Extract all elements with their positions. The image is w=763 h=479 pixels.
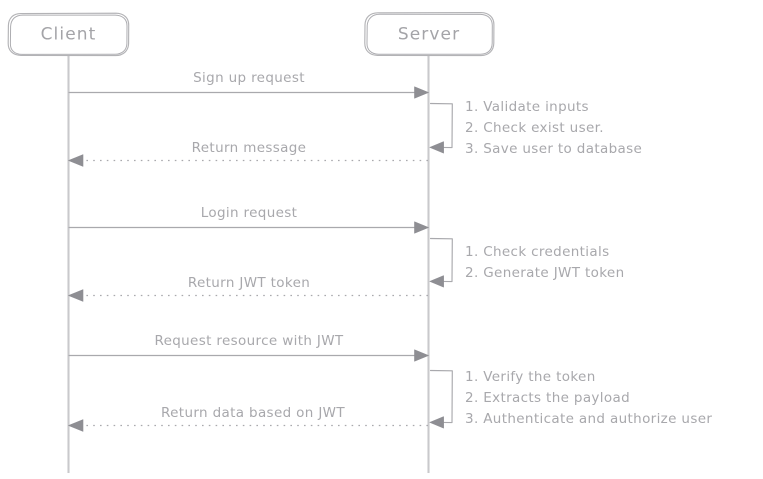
self-message-note-line: 1. Validate inputs: [465, 99, 589, 115]
self-message-credentials-block[interactable]: 1. Check credentials 2. Generate JWT tok…: [429, 237, 625, 288]
actor-server-box-outline: [364, 12, 495, 57]
arrow-head-right-icon: [414, 86, 429, 99]
message-return-message[interactable]: Return message: [68, 140, 429, 167]
message-label-login-request: Login request: [201, 205, 298, 221]
self-message-note-line: 3. Save user to database: [465, 141, 642, 157]
message-label-return-data-based-on-jwt: Return data based on JWT: [161, 405, 345, 421]
message-request-resource-with-jwt[interactable]: Request resource with JWT: [68, 333, 429, 362]
lifelines: [67, 55, 430, 473]
message-label-return-jwt-token: Return JWT token: [188, 275, 310, 291]
message-sign-up-request[interactable]: Sign up request: [68, 70, 429, 99]
message-login-request[interactable]: Login request: [68, 205, 429, 234]
arrow-head-left-icon: [429, 416, 444, 429]
actor-server[interactable]: Server: [364, 12, 495, 57]
arrow-head-left-icon: [68, 154, 84, 167]
actor-server-label: Server: [398, 25, 460, 45]
arrow-head-left-icon: [429, 275, 444, 288]
self-message-loop-path-2: [429, 237, 453, 283]
self-message-verify-block[interactable]: 1. Verify the token 2. Extracts the payl…: [429, 369, 713, 429]
actor-server-box-outline-secondary: [366, 13, 493, 55]
actor-client-label: Client: [41, 25, 97, 45]
self-message-validate-block[interactable]: 1. Validate inputs 2. Check exist user. …: [429, 99, 642, 157]
arrow-head-right-icon: [414, 349, 429, 362]
actor-client[interactable]: Client: [7, 12, 130, 57]
message-return-data-based-on-jwt[interactable]: Return data based on JWT: [68, 405, 429, 432]
self-message-note-line: 1. Check credentials: [465, 244, 610, 260]
arrow-head-left-icon: [429, 141, 444, 154]
arrow-head-left-icon: [68, 419, 84, 432]
self-message-note-line: 2. Extracts the payload: [465, 390, 630, 406]
message-return-jwt-token[interactable]: Return JWT token: [68, 275, 429, 302]
self-message-note-line: 1. Verify the token: [465, 369, 596, 385]
self-message-note-line: 3. Authenticate and authorize user: [465, 411, 712, 427]
message-label-sign-up-request: Sign up request: [193, 70, 305, 86]
actor-client-box-outline-secondary: [9, 14, 128, 55]
self-message-loop-path-3: [429, 369, 453, 424]
message-label-return-message: Return message: [192, 140, 307, 156]
arrow-head-left-icon: [68, 289, 84, 302]
arrow-head-right-icon: [414, 221, 429, 234]
actor-client-box-outline: [7, 12, 130, 57]
self-message-note-line: 2. Check exist user.: [465, 120, 604, 136]
self-message-loop-path-1: [429, 102, 453, 149]
message-label-request-resource-with-jwt: Request resource with JWT: [154, 333, 343, 349]
self-message-note-line: 2. Generate JWT token: [465, 265, 624, 281]
